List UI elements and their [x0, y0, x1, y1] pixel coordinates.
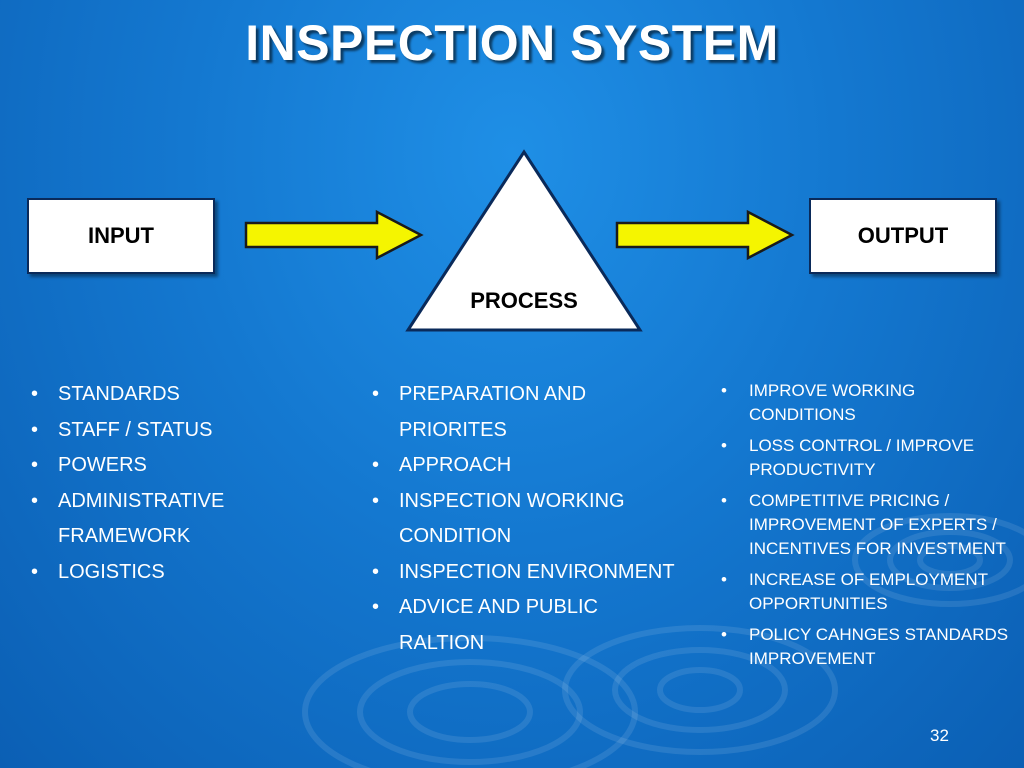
input-label: INPUT [88, 223, 154, 248]
list-item: ADMINISTRATIVE FRAMEWORK [27, 484, 347, 555]
list-item: POWERS [27, 448, 347, 484]
list-item: LOSS CONTROL / IMPROVE PRODUCTIVITY [717, 434, 1017, 482]
process-label: PROCESS [470, 288, 578, 313]
list-item: INCREASE OF EMPLOYMENT OPPORTUNITIES [717, 568, 1017, 616]
list-item: APPROACH [368, 448, 688, 484]
list-item: STAFF / STATUS [27, 413, 347, 449]
list-item: IMPROVE WORKING CONDITIONS [717, 379, 1017, 427]
list-item: INSPECTION ENVIRONMENT [368, 555, 688, 591]
list-item: PREPARATION AND PRIORITES [368, 377, 688, 448]
output-label: OUTPUT [857, 223, 949, 248]
list-item: ADVICE AND PUBLIC RALTION [368, 590, 688, 661]
list-item: POLICY CAHNGES STANDARDS IMPROVEMENT [717, 623, 1017, 671]
slide-title: INSPECTION SYSTEM [245, 15, 779, 71]
list-item: LOGISTICS [27, 555, 347, 591]
page-number: 32 [930, 726, 949, 745]
process-items-list: PREPARATION AND PRIORITES APPROACH INSPE… [368, 377, 688, 661]
arrow-right-icon [615, 209, 795, 261]
input-items-list: STANDARDS STAFF / STATUS POWERS ADMINIST… [27, 377, 347, 590]
output-items-list: IMPROVE WORKING CONDITIONS LOSS CONTROL … [717, 379, 1017, 678]
output-box: OUTPUT [809, 198, 997, 274]
list-item: STANDARDS [27, 377, 347, 413]
list-item: INSPECTION WORKING CONDITION [368, 484, 688, 555]
input-box: INPUT [27, 198, 215, 274]
process-triangle [405, 149, 643, 332]
list-item: COMPETITIVE PRICING / IMPROVEMENT OF EXP… [717, 489, 1017, 561]
arrow-right-icon [244, 209, 424, 261]
